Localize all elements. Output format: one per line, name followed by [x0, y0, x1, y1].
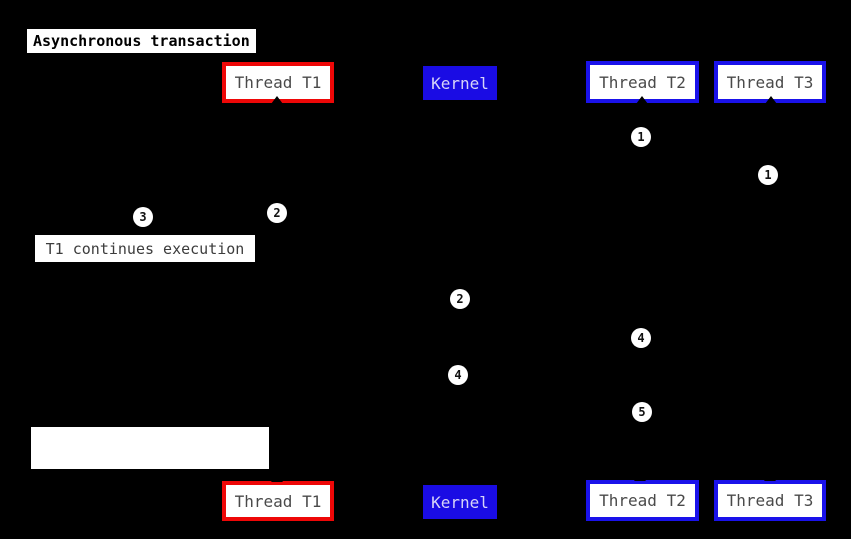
- step-marker: 3: [133, 207, 153, 227]
- arrowhead-notch: [634, 473, 646, 481]
- arrowhead-notch: [271, 96, 283, 104]
- participant-thread-t2-bottom: Thread T2: [586, 480, 699, 521]
- arrowhead-notch: [271, 474, 283, 482]
- note-t1-continues-execution: T1 continues execution: [35, 235, 255, 262]
- step-marker: 1: [631, 127, 651, 147]
- participant-thread-t1-bottom: Thread T1: [222, 481, 334, 521]
- participant-thread-t3-bottom: Thread T3: [714, 480, 826, 521]
- diagram-title: Asynchronous transaction: [27, 29, 256, 53]
- step-marker: 5: [632, 402, 652, 422]
- participant-kernel-top: Kernel: [423, 66, 497, 100]
- note-blank: [31, 427, 269, 469]
- step-marker: 4: [631, 328, 651, 348]
- arrowhead-notch: [764, 473, 776, 481]
- participant-kernel-bottom: Kernel: [423, 485, 497, 519]
- step-marker: 1: [758, 165, 778, 185]
- arrowhead-notch: [636, 96, 648, 104]
- step-marker: 2: [450, 289, 470, 309]
- arrowhead-notch: [765, 96, 777, 104]
- step-marker: 2: [267, 203, 287, 223]
- step-marker: 4: [448, 365, 468, 385]
